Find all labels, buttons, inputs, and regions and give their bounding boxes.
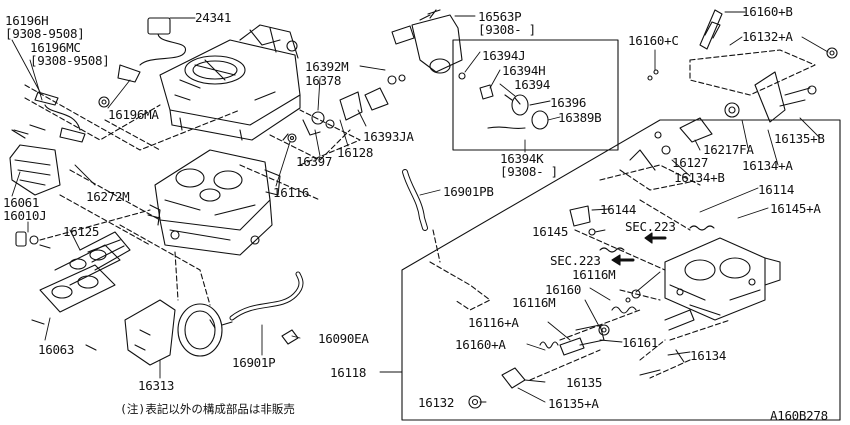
label-16145: 16145 [532, 224, 569, 239]
label-16394h: 16394H [502, 63, 546, 78]
linkage-upper-right [629, 9, 838, 171]
label-16397: 16397 [296, 154, 333, 169]
label-16010j: 16010J [3, 208, 47, 223]
throttle-body-right [664, 237, 781, 321]
label-16134b: 16134+B [674, 170, 725, 185]
label-16160: 16160 [545, 282, 582, 297]
label-16116m-b: 16116M [512, 295, 556, 310]
label-16090ea: 16090EA [318, 331, 369, 346]
label-16217fa: 16217FA [703, 142, 754, 157]
label-16196mc: 16196MC [30, 40, 81, 55]
label-16394j: 16394J [482, 48, 526, 63]
label-16196mc-range: [9308-9508] [30, 53, 110, 68]
label-16063: 16063 [38, 342, 75, 357]
label-16563p-range: [9308- ] [478, 22, 536, 37]
label-16116m-a: 16116M [572, 267, 616, 282]
label-16118: 16118 [330, 365, 367, 380]
label-16135b: 16135+B [774, 131, 825, 146]
springs [539, 225, 715, 349]
diagram-code: A160B278 [770, 408, 828, 423]
label-16563p: 16563P [478, 9, 522, 24]
gasket-set [39, 231, 131, 313]
label-16116: 16116 [273, 185, 310, 200]
label-16396: 16396 [550, 95, 587, 110]
clip-16090ea [281, 329, 299, 345]
label-16144: 16144 [600, 202, 637, 217]
label-16114: 16114 [758, 182, 795, 197]
throttle-opener [124, 299, 233, 366]
fasteners-right [13, 14, 695, 409]
label-16394k-range: [9308- ] [500, 164, 558, 179]
choke-linkage [287, 74, 406, 143]
label-16393ja: 16393JA [363, 129, 414, 144]
box-16118 [401, 119, 841, 421]
sensor-wiring [11, 17, 186, 143]
label-16125: 16125 [63, 224, 100, 239]
fuel-inlet-16563p [391, 9, 463, 74]
label-16272m: 16272M [86, 189, 130, 204]
label-16134a: 16134+A [742, 158, 793, 173]
carburetor-lower-body [147, 149, 281, 256]
leader-lines [11, 11, 829, 403]
label-16389b: 16389B [558, 110, 602, 125]
label-16394: 16394 [514, 77, 551, 92]
label-16160b: 16160+B [742, 4, 793, 19]
label-16145a: 16145+A [770, 201, 821, 216]
label-24341: 24341 [195, 10, 232, 25]
label-16313: 16313 [138, 378, 175, 393]
label-16161: 16161 [622, 335, 659, 350]
label-sec223-b: SEC.223 [550, 253, 601, 268]
label-16378: 16378 [305, 73, 342, 88]
label-16134: 16134 [690, 348, 727, 363]
label-16128: 16128 [337, 145, 374, 160]
label-16061: 16061 [3, 195, 40, 210]
label-16394k: 16394K [500, 151, 544, 166]
label-16132a-top: 16132+A [742, 29, 793, 44]
label-16135: 16135 [566, 375, 603, 390]
label-16392m: 16392M [305, 59, 349, 74]
label-16160a: 16160+A [455, 337, 506, 352]
label-sec223-a: SEC.223 [625, 219, 676, 234]
label-16901pb: 16901PB [443, 184, 494, 199]
label-16127: 16127 [672, 155, 709, 170]
label-16116a: 16116+A [468, 315, 519, 330]
label-16901p: 16901P [232, 355, 276, 370]
assembly-dashed-lines [24, 49, 816, 381]
label-16135a: 16135+A [548, 396, 599, 411]
label-16160c: 16160+C [628, 33, 679, 48]
label-16196h-range: [9308-9508] [5, 26, 85, 41]
label-16196ma: 16196MA [108, 107, 159, 122]
box-16394k [452, 39, 619, 151]
actuator-16061 [9, 144, 61, 247]
label-16132: 16132 [418, 395, 455, 410]
non-sale-note: (注)表記以外の構成部品は非販売 [120, 402, 295, 416]
carburetor-upper-body [159, 24, 301, 141]
label-16196h: 16196H [5, 13, 49, 28]
